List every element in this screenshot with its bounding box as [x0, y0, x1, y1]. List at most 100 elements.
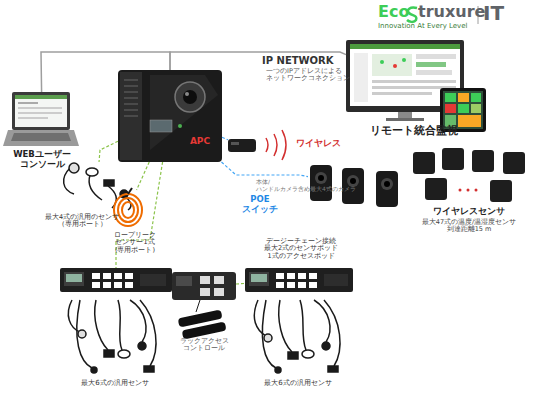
- sensor-pod-illustration: [125, 282, 133, 288]
- appliance-body: [124, 115, 138, 117]
- sensor-cables: [262, 300, 276, 368]
- sensor-pod-illustration: [114, 273, 122, 279]
- sensor-pod-illustration: [114, 282, 122, 288]
- sensor-cables: [68, 300, 340, 373]
- logo-text: truxure: [418, 3, 478, 21]
- laptop-illustration: [3, 130, 79, 146]
- sensor-pod-illustration: [249, 272, 269, 286]
- sensor-pod-illustration: [245, 268, 353, 292]
- monitor-illustration: [354, 53, 368, 102]
- sensor-cables: [118, 350, 130, 358]
- camera-illustration: [310, 165, 332, 201]
- wireless-sensor-illustration: [467, 189, 470, 192]
- node-text: デージーチェーン接続 最大2式のセンサポッド 1式のアクセスポッド: [253, 238, 349, 260]
- connector-line: [236, 283, 245, 285]
- monitor-illustration: [393, 64, 397, 68]
- laptop-illustration: [11, 133, 71, 141]
- tablet-illustration: [445, 104, 456, 113]
- connector-line: [41, 52, 170, 92]
- sensor-cables: [288, 352, 298, 359]
- tablet-illustration: [458, 93, 469, 102]
- network-label: IP NETWORK: [262, 55, 352, 67]
- sensor-pod-illustration: [309, 273, 317, 279]
- sensor-pod-box: 最大6式の汎用センサ: [60, 268, 172, 292]
- sensor-cables: [130, 300, 146, 342]
- rope-leak-sensor: [114, 194, 142, 226]
- node-text: WEBユーザー コンソール: [9, 150, 75, 170]
- tablet-illustration: [471, 104, 481, 113]
- sensor-pod-illustration: [287, 273, 295, 279]
- sensor-cables: [324, 300, 340, 366]
- sensor-pod-illustration: [324, 274, 348, 286]
- sensor-pod-illustration: [251, 274, 267, 282]
- node-text: リモート統合監視: [364, 124, 464, 136]
- sensor-pod-illustration: [309, 282, 317, 288]
- wireless-coordinator: [231, 142, 239, 145]
- rack-access-illustration: [196, 300, 200, 312]
- appliance-body: [124, 97, 138, 99]
- switch-label: POE スイッチ: [240, 195, 280, 215]
- sensor-cables: [69, 163, 79, 173]
- wireless-coordinator: [228, 139, 256, 152]
- node-text: ロープリーク センサー1式 (専用ポート): [112, 232, 158, 254]
- laptop-illustration: [18, 112, 62, 114]
- sensor-pod-box: デージーチェーン接続 最大2式のセンサポッド 1式のアクセスポッド最大6式の汎用…: [245, 268, 353, 292]
- sensor-pod-illustration: [140, 274, 166, 286]
- camera-illustration: [376, 171, 398, 207]
- rack-access-illustration: [214, 276, 224, 284]
- logo-text: Eco: [378, 3, 410, 21]
- sensor-cables: [77, 300, 92, 368]
- sensor-cables: [104, 350, 114, 357]
- rope-leak-sensor: [122, 202, 134, 218]
- sensor-pod-illustration: [92, 282, 100, 288]
- connector-line: [137, 162, 150, 190]
- monitor-illustration: [346, 40, 464, 112]
- laptop-illustration: [18, 107, 62, 109]
- sensor-cables: [328, 366, 338, 372]
- sensor-cables: [314, 300, 330, 342]
- sensor-cables: [279, 300, 292, 352]
- laptop-illustration: [12, 92, 70, 130]
- sensor-cables: [275, 367, 281, 373]
- wireless-sensor-illustration: [490, 180, 512, 202]
- laptop-illustration: [15, 95, 67, 127]
- sensor-pod-illustration: [276, 273, 284, 279]
- appliance-body: [124, 109, 138, 111]
- camera-illustration: [350, 178, 356, 184]
- sensor-pod-illustration: [64, 272, 84, 286]
- sensor-pod-illustration: [103, 273, 111, 279]
- sensor-cables: [95, 300, 108, 350]
- monitor-illustration: [416, 54, 456, 59]
- monitor-illustration: [386, 118, 424, 121]
- appliance-body: [120, 72, 142, 160]
- rack-access-illustration: [176, 276, 192, 286]
- monitor-illustration: [372, 92, 432, 95]
- sensor-pod-illustration: [276, 282, 284, 288]
- sensor-cables: [264, 334, 272, 342]
- rack-access-illustration: [214, 288, 224, 296]
- sensor-cables: [118, 300, 122, 350]
- monitor-illustration: [416, 62, 446, 67]
- node-text: ワイヤレス: [296, 138, 346, 148]
- appliance-body: [150, 120, 172, 132]
- sensor-pod-illustration: [125, 273, 133, 279]
- node-text: 最大4式の汎用のセンサ （専用ポート）: [42, 214, 122, 229]
- wireless-coordinator: [228, 139, 256, 152]
- sensor-cables: [86, 168, 98, 176]
- laptop-illustration: [15, 95, 67, 99]
- node-text: ラックアクセス コントロール: [176, 338, 232, 353]
- tablet-illustration: [471, 93, 481, 102]
- connector-line: [99, 141, 118, 162]
- wireless-waves: [282, 130, 286, 160]
- camera-illustration: [342, 168, 364, 204]
- sensor-cables: [140, 300, 156, 366]
- sensor-cables: [91, 367, 97, 373]
- appliance-body: [178, 124, 182, 128]
- sensor-cables: [104, 180, 114, 186]
- monitor-illustration: [346, 40, 464, 121]
- wireless-waves: [274, 134, 277, 156]
- laptop-illustration: [3, 92, 79, 146]
- sensor-cables: [138, 342, 146, 350]
- tablet-illustration: [458, 115, 481, 127]
- camera-illustration: [315, 172, 327, 184]
